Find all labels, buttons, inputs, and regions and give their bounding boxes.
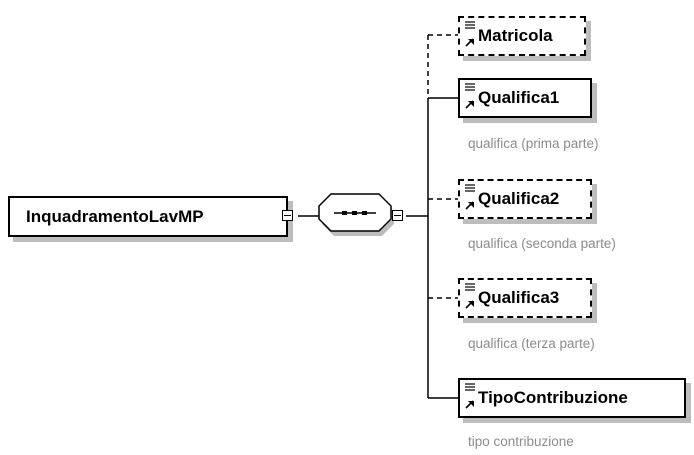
child-element-description: qualifica (prima parte): [468, 136, 599, 151]
root-element-node[interactable]: InquadramentoLavMP: [8, 196, 288, 237]
child-element-label: Qualifica3: [478, 288, 560, 307]
root-element-label: InquadramentoLavMP: [26, 206, 204, 226]
element-ref-icon: [465, 21, 475, 47]
child-element-label: Qualifica1: [478, 88, 560, 107]
child-element-qualifica1[interactable]: Qualifica1: [458, 78, 592, 118]
child-element-description: tipo contribuzione: [468, 434, 574, 449]
element-ref-icon: [465, 283, 475, 309]
child-element-label: TipoContribuzione: [478, 388, 628, 407]
element-ref-icon: [465, 83, 475, 109]
child-element-matricola[interactable]: Matricola: [458, 16, 586, 56]
child-element-label: Qualifica2: [478, 189, 560, 208]
element-ref-icon: [465, 383, 475, 409]
child-element-description: qualifica (seconda parte): [468, 236, 616, 251]
child-element-description: qualifica (terza parte): [468, 336, 595, 351]
child-element-tipocontribuzione[interactable]: TipoContribuzione: [458, 378, 686, 418]
sequence-collapse-toggle[interactable]: [392, 210, 403, 221]
element-ref-icon: [465, 184, 475, 210]
child-element-label: Matricola: [478, 26, 553, 45]
sequence-compositor-icon: [318, 193, 394, 236]
child-element-qualifica2[interactable]: Qualifica2: [458, 179, 592, 219]
root-collapse-toggle[interactable]: [282, 210, 293, 221]
child-element-qualifica3[interactable]: Qualifica3: [458, 278, 592, 318]
